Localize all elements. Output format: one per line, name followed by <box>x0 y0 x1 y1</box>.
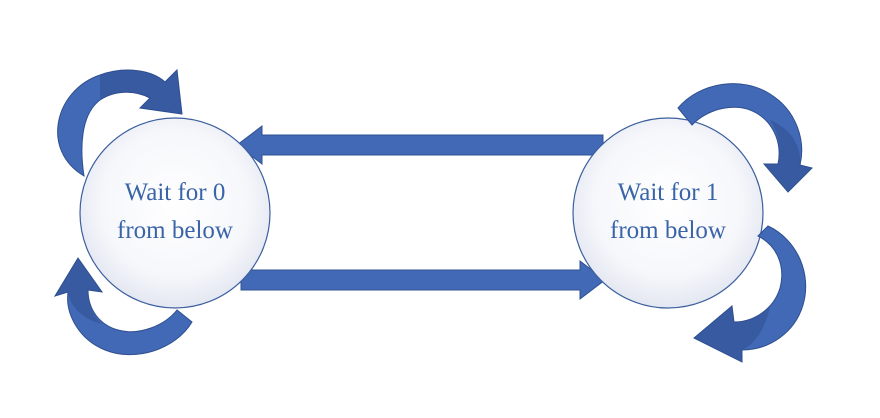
self-loop-wait0-top <box>57 68 183 177</box>
transition-arrow-to-wait0 <box>236 124 604 166</box>
state-wait-for-1-line2: from below <box>610 217 726 244</box>
self-loop-wait1-bottom <box>693 225 807 363</box>
state-wait-for-1-line1: Wait for 1 <box>618 179 719 206</box>
state-wait-for-0: Wait for 0 from below <box>79 117 271 309</box>
state-wait-for-0-line2: from below <box>117 217 233 244</box>
state-wait-for-0-line1: Wait for 0 <box>125 179 226 206</box>
self-loop-wait0-bottom <box>53 257 193 356</box>
state-wait-for-1: Wait for 1 from below <box>572 117 764 309</box>
transition-arrow-to-wait1 <box>240 259 606 301</box>
self-loop-wait1-top <box>677 83 813 193</box>
